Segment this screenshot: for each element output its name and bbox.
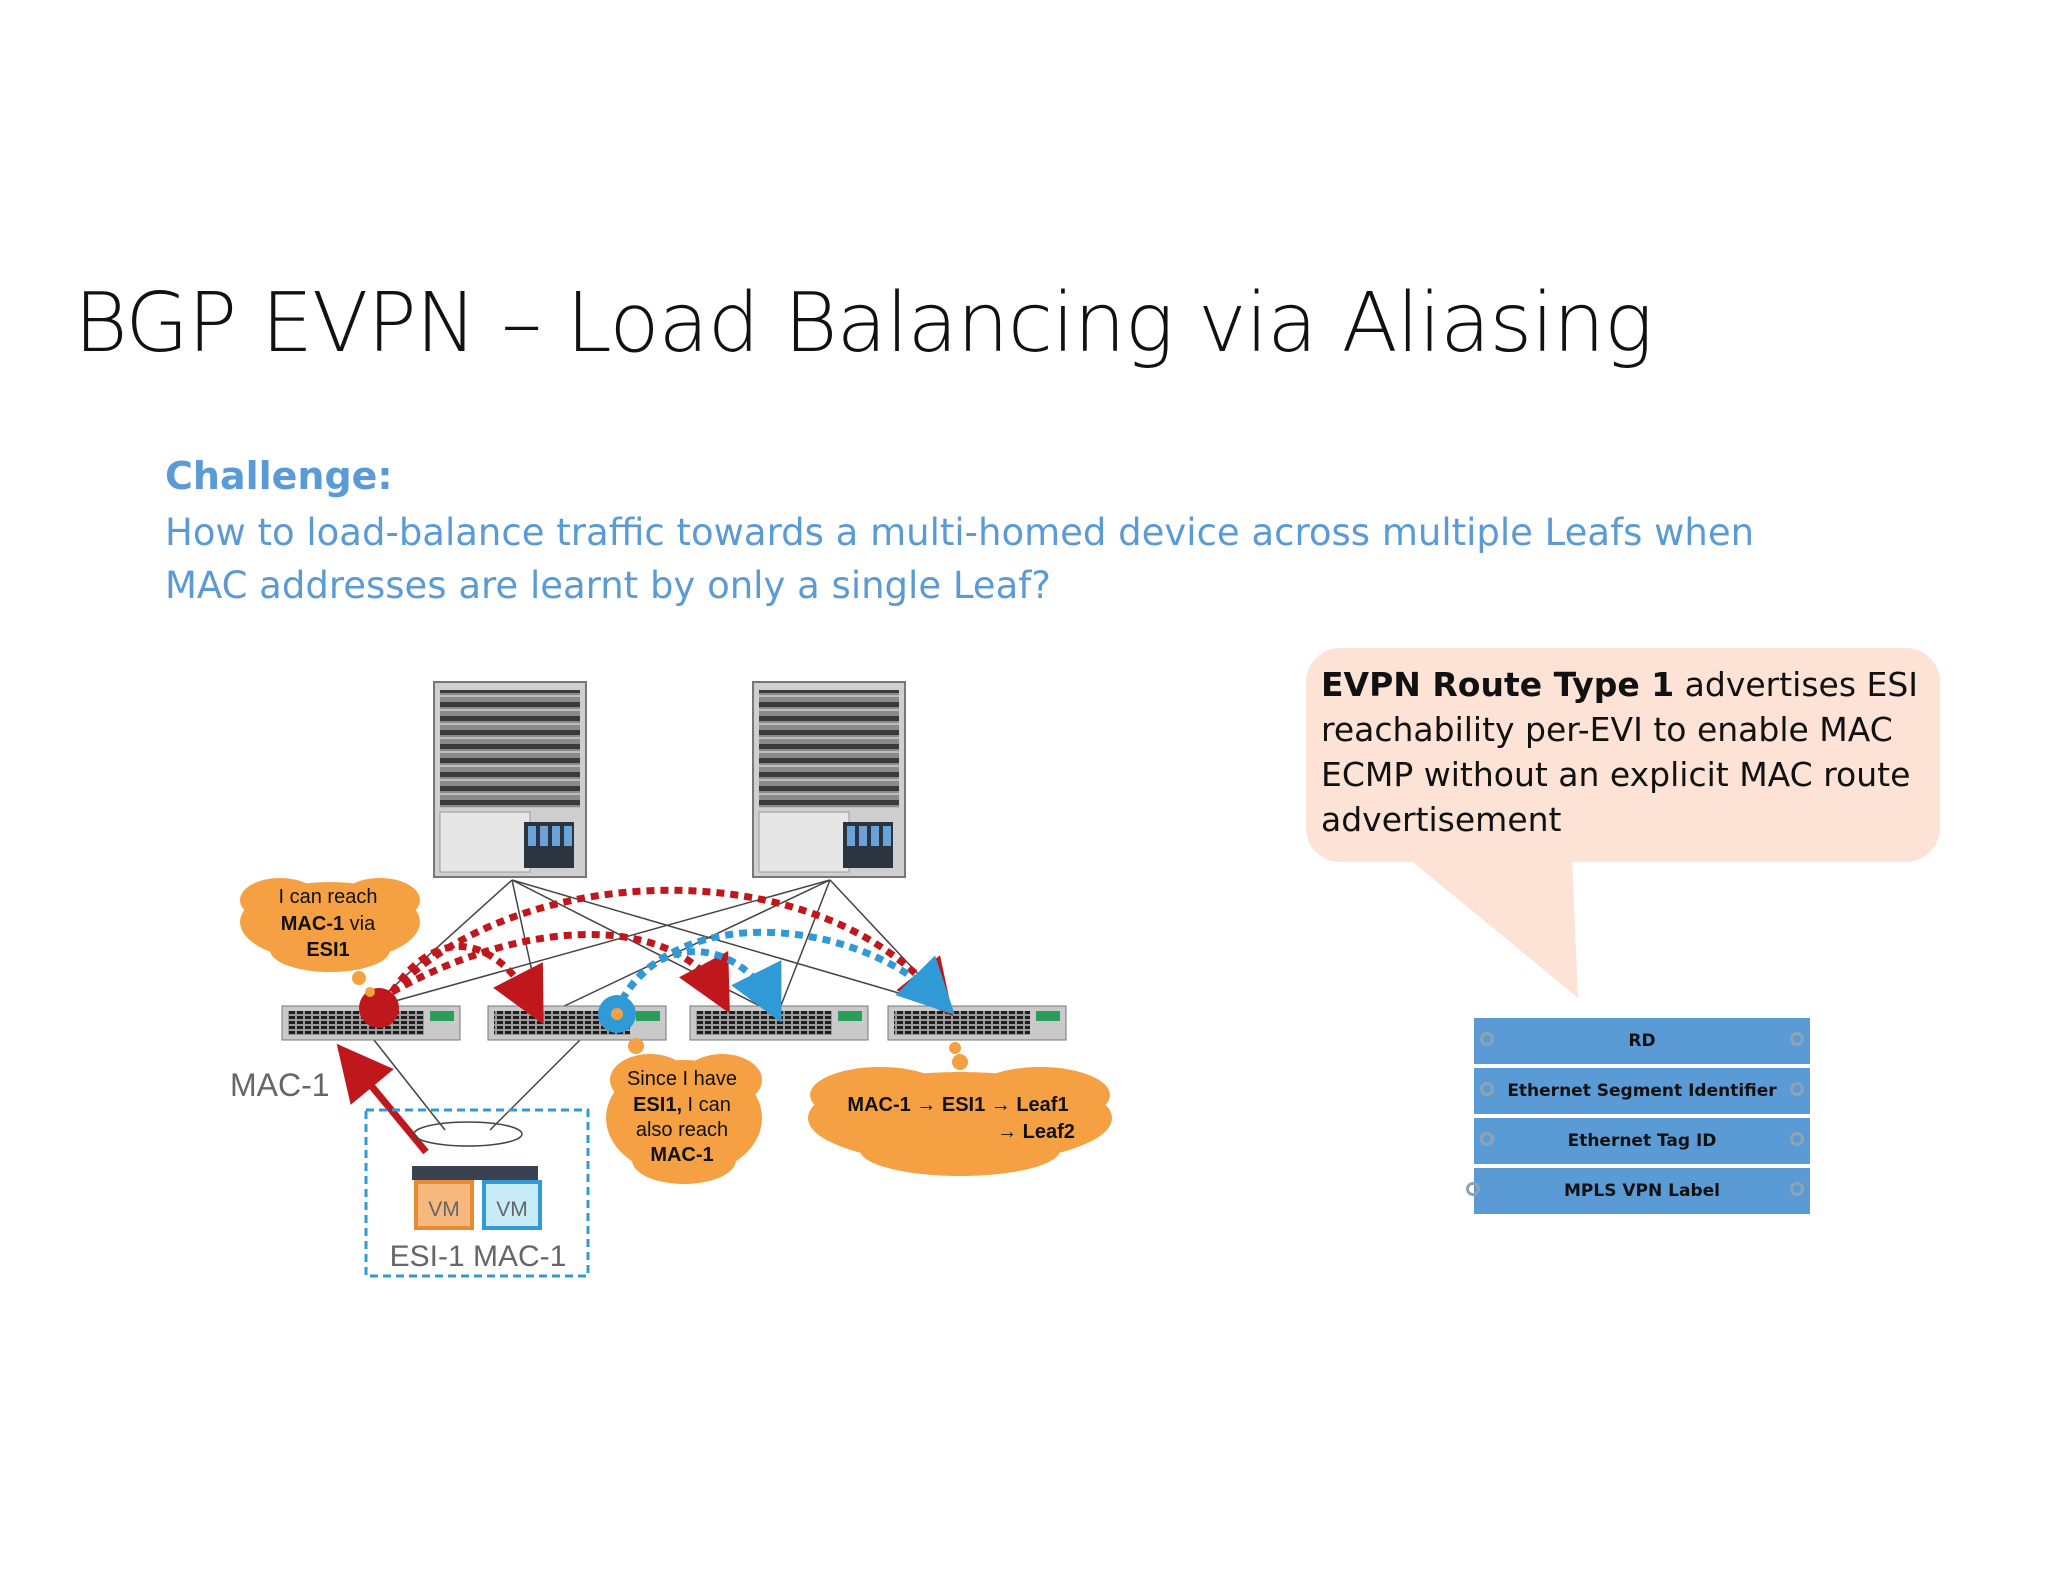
vm-2 xyxy=(482,1180,542,1230)
route-field-label: RD xyxy=(1628,1031,1656,1051)
cloud3-line2: → Leaf2 xyxy=(997,1121,1075,1143)
vm-1 xyxy=(414,1180,474,1230)
challenge-heading: Challenge: xyxy=(165,454,393,498)
route-field-label: MPLS VPN Label xyxy=(1564,1181,1720,1201)
route-field-label: Ethernet Segment Identifier xyxy=(1507,1081,1777,1101)
cloud1-line1: I can reach xyxy=(279,886,378,908)
spine-switch-1 xyxy=(433,681,587,878)
cloud-leaf1: I can reach MAC-1 via ESI1 xyxy=(240,878,420,997)
cloud-leaf-table: MAC-1 → ESI1 → Leaf1 → Leaf2 xyxy=(808,1042,1112,1176)
red-arrow-to-leaf4 xyxy=(389,886,954,1017)
route-field-ethernet-tag: Ethernet Tag ID xyxy=(1474,1118,1810,1164)
cloud2-line1: Since I have xyxy=(627,1068,737,1090)
blue-arrow-to-leaf3 xyxy=(618,948,782,1023)
callout-rest: advertises ESI reachability per-EVI to e… xyxy=(1321,665,1919,839)
mac-learn-arrow xyxy=(336,1043,429,1155)
page-title: BGP EVPN – Load Balancing via Aliasing xyxy=(74,276,1653,371)
red-arrow-to-leaf3 xyxy=(390,931,730,1014)
vm-1-label: VM xyxy=(428,1198,460,1221)
ring-icon xyxy=(1790,1032,1804,1046)
ring-icon xyxy=(1790,1132,1804,1146)
ring-icon xyxy=(1790,1182,1804,1196)
cloud-leaf2: Since I have ESI1, I can also reach MAC-… xyxy=(606,1038,762,1184)
leaf-switch-4 xyxy=(887,1005,1067,1041)
cloud1-line3: ESI1 xyxy=(306,939,349,961)
ring-icon xyxy=(1466,1182,1480,1196)
cloud2-line4: MAC-1 xyxy=(650,1144,713,1166)
ring-icon xyxy=(1480,1132,1494,1146)
cloud2-line3: also reach xyxy=(636,1119,728,1141)
route-fields-table: RD Ethernet Segment Identifier Ethernet … xyxy=(1466,1018,1810,1218)
multihomed-host: VM VM ESI-1 MAC-1 xyxy=(364,1108,590,1278)
leaf1-origin-dot xyxy=(359,988,399,1028)
ring-icon xyxy=(1480,1082,1494,1096)
challenge-text: How to load-balance traffic towards a mu… xyxy=(165,511,1755,607)
blue-arrow-to-leaf4 xyxy=(618,928,955,1015)
ring-icon xyxy=(1480,1032,1494,1046)
route-field-label: Ethernet Tag ID xyxy=(1567,1131,1717,1151)
route-field-rd: RD xyxy=(1474,1018,1810,1064)
mac-label: MAC-1 xyxy=(230,1067,330,1103)
cloud1-line2: MAC-1 via xyxy=(281,913,376,935)
callout-bubble xyxy=(1306,648,1940,862)
spine-switch-2 xyxy=(752,681,906,878)
cloud2-line2: ESI1, I can xyxy=(633,1094,731,1116)
route-field-esi: Ethernet Segment Identifier xyxy=(1474,1068,1810,1114)
vm-2-label: VM xyxy=(496,1198,528,1221)
esi-label: ESI-1 MAC-1 xyxy=(390,1240,567,1273)
cloud3-line1: MAC-1 → ESI1 → Leaf1 xyxy=(847,1094,1068,1116)
callout-text: EVPN Route Type 1 advertises ESI reachab… xyxy=(1321,662,1931,842)
route-field-mpls-label: MPLS VPN Label xyxy=(1466,1168,1810,1214)
leaf-switch-2 xyxy=(487,1005,667,1041)
callout-bold: EVPN Route Type 1 xyxy=(1321,665,1675,704)
red-arrow-to-leaf2 xyxy=(389,943,544,1025)
ring-icon xyxy=(1790,1082,1804,1096)
leaf-switch-3 xyxy=(689,1005,869,1041)
